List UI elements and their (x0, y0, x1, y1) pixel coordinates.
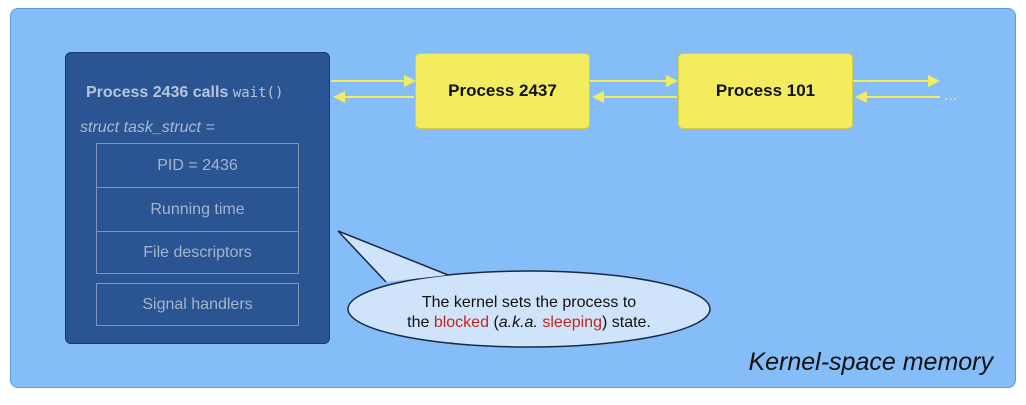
task-call-line: Process 2436 calls wait() (86, 84, 283, 102)
arrowhead (928, 75, 940, 87)
callout-word: the (407, 314, 430, 331)
arrowhead (855, 91, 867, 103)
task-call-code: wait() (232, 85, 284, 101)
arrowhead (404, 75, 416, 87)
arrowhead (592, 91, 604, 103)
callout-pointer-outline (337, 230, 449, 283)
callout-line-2: the blocked (a.k.a. sleeping) state. (348, 313, 710, 333)
callout-bubble (347, 270, 711, 348)
task-struct-box (65, 52, 330, 344)
field-file-descriptors: File descriptors (96, 231, 299, 274)
process-101-node: Process 101 (678, 53, 853, 129)
callout-text: The kernel sets the process to the block… (348, 293, 710, 333)
task-call-text: Process 2436 calls (86, 84, 229, 101)
callout-paren: ( (493, 314, 499, 331)
field-signal-handlers: Signal handlers (96, 283, 299, 326)
kernel-space-label: Kernel-space memory (748, 348, 993, 376)
continuation-ellipsis: ... (944, 87, 957, 104)
arrowhead (666, 75, 678, 87)
callout-line-1: The kernel sets the process to (421, 294, 637, 311)
sleeping-term: sleeping (542, 314, 602, 331)
blocked-term: blocked (433, 314, 489, 331)
process-2437-node: Process 2437 (415, 53, 590, 129)
callout-close: ) state. (601, 314, 651, 331)
struct-label: struct task_struct = (80, 119, 215, 136)
aka-term: a.k.a. (498, 314, 538, 331)
callout-pointer (338, 231, 448, 282)
arrowhead (333, 91, 345, 103)
